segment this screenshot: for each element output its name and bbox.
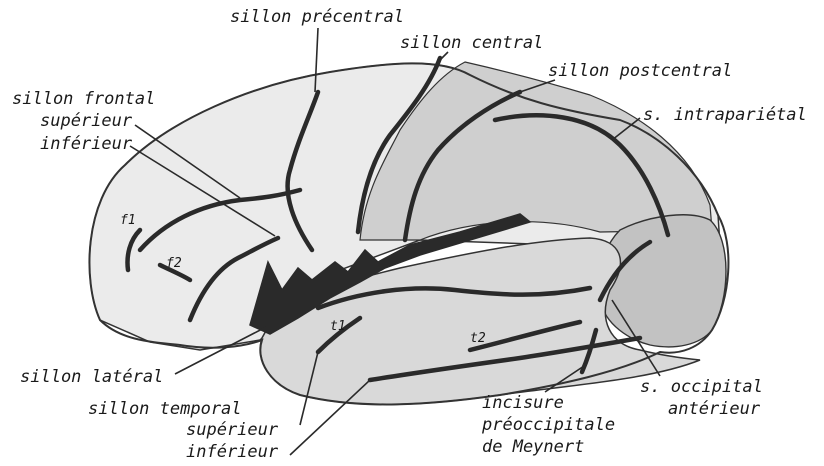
label-postcentral: sillon postcentral xyxy=(548,61,732,81)
occipital-lobe xyxy=(599,215,726,347)
label-occipital-1: s. occipital xyxy=(640,377,763,397)
label-intraparietal: s. intrapariétal xyxy=(643,105,807,125)
label-frontal-sup: supérieur xyxy=(40,111,133,131)
label-central: sillon central xyxy=(400,33,543,53)
label-temporal-inf: inférieur xyxy=(186,442,279,462)
label-occipital-2: antérieur xyxy=(668,399,761,419)
leader-central xyxy=(440,52,448,60)
label-lateral: sillon latéral xyxy=(20,367,163,387)
label-precentral: sillon précentral xyxy=(230,7,404,27)
label-preoccipital-1: incisure xyxy=(482,393,564,413)
label-frontal-title: sillon frontal xyxy=(12,89,155,109)
label-f2: f2 xyxy=(166,256,182,271)
label-f1: f1 xyxy=(120,213,136,228)
label-preoccipital-2: préoccipitale xyxy=(481,415,615,435)
label-temporal-sup: supérieur xyxy=(186,420,279,440)
label-t1: t1 xyxy=(330,319,346,334)
label-t2: t2 xyxy=(470,331,486,346)
label-frontal-inf: inférieur xyxy=(40,134,133,154)
label-preoccipital-3: de Meynert xyxy=(482,437,584,457)
label-temporal-title: sillon temporal xyxy=(88,399,242,419)
